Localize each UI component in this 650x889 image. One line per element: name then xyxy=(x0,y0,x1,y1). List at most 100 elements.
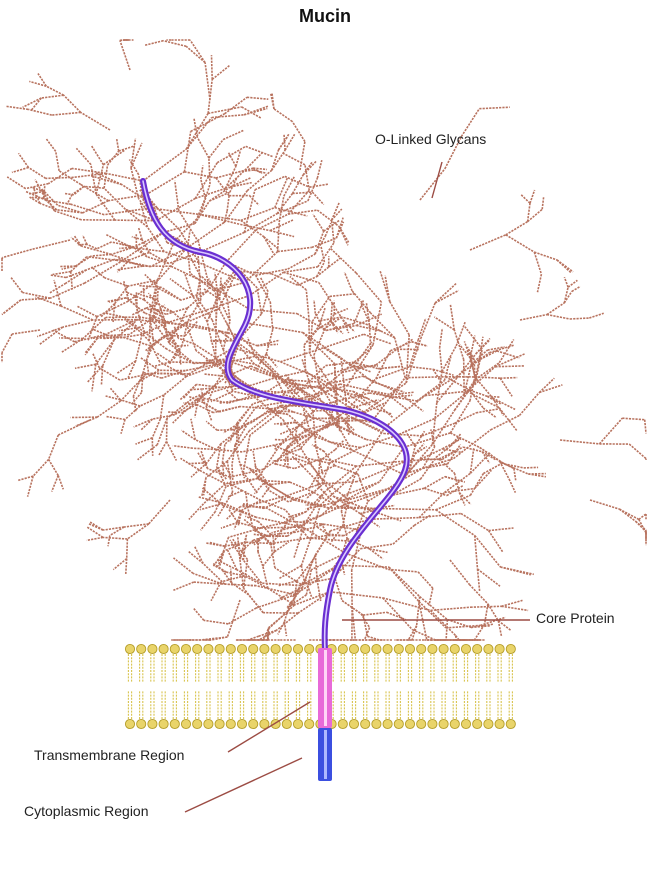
glycan-branch xyxy=(530,190,535,203)
glycan-branch xyxy=(160,289,181,300)
glycan-branch xyxy=(56,151,59,170)
lipid-head xyxy=(473,644,482,653)
glycan-branch xyxy=(149,500,170,524)
glycan-branch xyxy=(432,410,454,444)
lipid-tail xyxy=(296,654,299,682)
lipid-tail xyxy=(196,691,199,719)
glycan-branch xyxy=(461,514,489,531)
lipid-tail xyxy=(140,654,143,682)
glycan-branch xyxy=(58,476,63,490)
lipid-tail xyxy=(308,691,311,719)
glycan-branch xyxy=(163,41,186,47)
glycan-branch xyxy=(215,486,226,511)
lipid-tail xyxy=(375,654,378,682)
lipid-head xyxy=(204,644,213,653)
lipid-tail xyxy=(408,691,411,719)
glycan-branch xyxy=(28,476,33,497)
glycan-branch xyxy=(216,172,238,178)
leader-glycans xyxy=(432,162,442,198)
glycan-branch xyxy=(136,438,153,444)
glycan-branch xyxy=(189,504,204,520)
glycan-branch xyxy=(49,459,59,475)
glycan-branch xyxy=(91,145,103,164)
lipid-head xyxy=(170,644,179,653)
glycan-branch xyxy=(72,186,84,194)
lipid-head xyxy=(461,644,470,653)
glycan-branch xyxy=(557,260,573,272)
glycan-branch xyxy=(506,222,528,235)
glycan-branch xyxy=(96,194,115,220)
glycan-branch xyxy=(139,227,143,239)
lipid-tail xyxy=(375,691,378,719)
glycan-branch xyxy=(278,247,312,251)
glycan-branch xyxy=(197,137,209,158)
glycan-branch xyxy=(2,334,12,353)
glycan-branch xyxy=(645,420,646,434)
glycan-branch xyxy=(23,293,51,299)
glycan-branch xyxy=(450,560,469,585)
glycan-branch xyxy=(397,339,413,349)
glycan-branch xyxy=(255,176,285,189)
glycan-branch xyxy=(174,558,194,574)
glycan-branch xyxy=(480,448,500,462)
lipid-tail xyxy=(184,654,187,682)
glycan-branch xyxy=(186,118,211,150)
glycan-branch xyxy=(419,493,444,518)
glycan-branch xyxy=(106,313,125,317)
lipid-head xyxy=(394,644,403,653)
glycan-branch xyxy=(275,542,289,552)
glycan-branch xyxy=(564,291,572,303)
glycan-branch xyxy=(188,551,203,563)
glycan-branch xyxy=(288,584,301,611)
glycan-branch xyxy=(264,237,279,250)
lipid-tail xyxy=(397,654,400,682)
lipid-tail xyxy=(487,654,490,682)
lipid-head xyxy=(215,719,224,728)
glycan-branch xyxy=(204,478,206,496)
lipid-tail xyxy=(352,654,355,682)
glycan-branch xyxy=(590,500,619,509)
glycan-branch xyxy=(213,565,226,572)
glycan-branch xyxy=(212,115,244,118)
glycan-branch xyxy=(293,192,313,193)
glycan-branch xyxy=(418,572,433,588)
lipid-head xyxy=(125,644,134,653)
glycan-branch xyxy=(46,86,63,95)
glycan-branch xyxy=(502,600,523,606)
glycan-branch xyxy=(557,260,571,273)
glycan-branch xyxy=(500,378,512,396)
glycan-branch xyxy=(639,514,646,519)
glycan-branch xyxy=(274,109,292,122)
lipid-tail xyxy=(464,654,467,682)
lipid-tail xyxy=(196,654,199,682)
lipid-head xyxy=(170,719,179,728)
glycan-branch xyxy=(324,334,364,347)
glycan-branch xyxy=(283,267,317,273)
glycan-branch xyxy=(29,168,46,179)
glycan-branch xyxy=(300,142,305,170)
glycan-branch xyxy=(364,628,369,640)
glycan-branch xyxy=(117,138,119,151)
glycan-branch xyxy=(303,161,313,175)
glycan-branch xyxy=(292,122,305,142)
lipid-head xyxy=(484,644,493,653)
glycan-branch xyxy=(71,257,87,272)
lipid-tail xyxy=(140,691,143,719)
lipid-head xyxy=(237,719,246,728)
glycan-branch xyxy=(431,610,456,635)
glycan-branch xyxy=(223,131,243,140)
glycan-branch xyxy=(160,395,164,419)
glycan-branch xyxy=(253,168,267,169)
glycan-branch xyxy=(164,376,187,395)
lipid-head xyxy=(495,644,504,653)
glycan-branch xyxy=(454,330,463,360)
glycan-branch xyxy=(500,378,517,379)
lipid-head xyxy=(405,719,414,728)
glycan-branch xyxy=(471,606,502,607)
lipid-tail xyxy=(431,691,434,719)
glycan-branch xyxy=(302,359,311,387)
glycan-branch xyxy=(209,158,210,184)
glycan-branch xyxy=(244,214,277,233)
lipid-tail xyxy=(184,691,187,719)
glycan-branch xyxy=(424,477,445,489)
